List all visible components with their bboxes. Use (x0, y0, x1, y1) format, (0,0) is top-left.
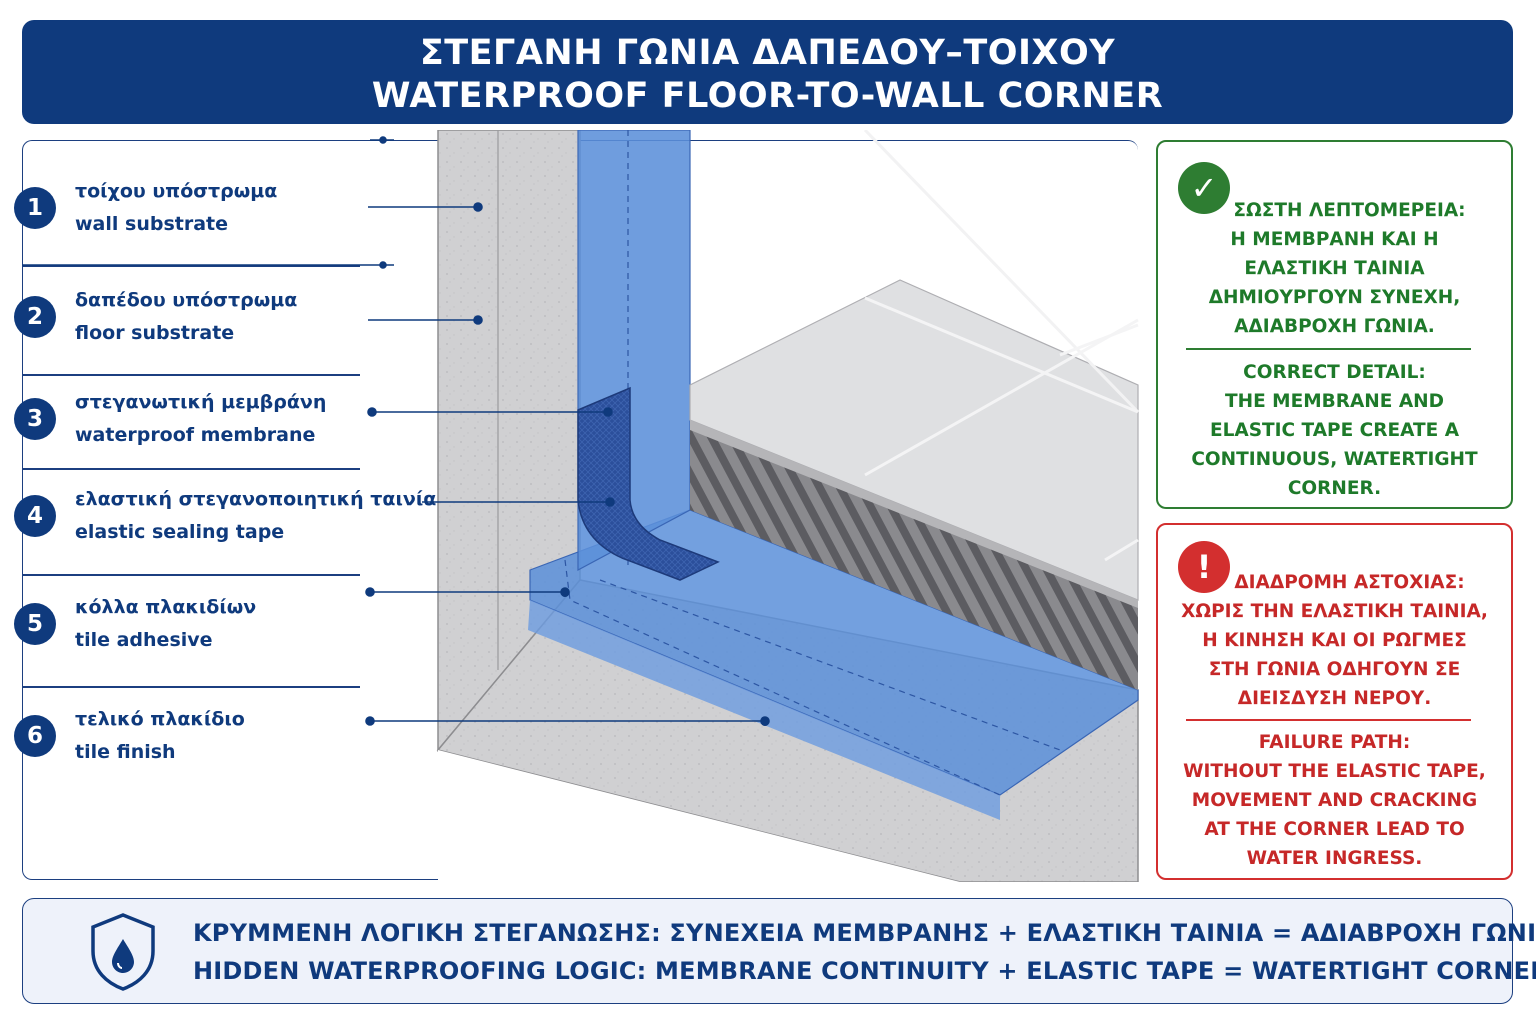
legend-label-greek: στεγανωτική μεμβράνη (75, 391, 327, 413)
summary-footer: ΚΡΥΜΜΕΝΗ ΛΟΓΙΚΗ ΣΤΕΓΑΝΩΣΗΣ: ΣΥΝΕΧΕΙΑ ΜΕΜ… (22, 898, 1536, 1004)
footer-line-english: HIDDEN WATERPROOFING LOGIC: MEMBRANE CON… (193, 957, 1536, 985)
tile-adhesive (690, 420, 1138, 690)
legend-label-english: elastic sealing tape (75, 521, 285, 543)
legend-label-greek: ελαστική στεγανοποιητική ταινία (75, 488, 437, 510)
correct-english-text: CORRECT DETAIL: THE MEMBRANE AND ELASTIC… (1191, 362, 1478, 499)
divider (1186, 719, 1471, 721)
exclamation-icon: ! (1178, 541, 1230, 593)
elastic-sealing-tape (577, 386, 720, 581)
legend-label-greek: τοίχου υπόστρωμα (75, 180, 278, 202)
legend-label-english: tile adhesive (75, 629, 213, 651)
failure-greek-text: ΔΙΑΔΡΟΜΗ ΑΣΤΟΧΙΑΣ: ΧΩΡΙΣ ΤΗΝ ΕΛΑΣΤΙΚΗ ΤΑ… (1181, 572, 1488, 709)
correct-greek-text: ΣΩΣΤΗ ΛΕΠΤΟΜΕΡΕΙΑ: Η ΜΕΜΒΡΑΝΗ ΚΑΙ Η ΕΛΑΣ… (1208, 200, 1466, 337)
number-badge: 3 (14, 398, 56, 440)
legend-label-greek: δαπέδου υπόστρωμα (75, 289, 298, 311)
tile-finish (689, 130, 1140, 608)
divider (1186, 348, 1471, 350)
legend-label-greek: τελικό πλακίδιο (75, 708, 245, 730)
legend-label-english: wall substrate (75, 213, 229, 235)
legend-label-greek: κόλλα πλακιδίων (75, 596, 257, 618)
correct-detail-card: ✓ ΣΩΣΤΗ ΛΕΠΤΟΜΕΡΕΙΑ: Η ΜΕΜΒΡΑΝΗ ΚΑΙ Η ΕΛ… (1156, 140, 1513, 509)
legend-label-english: waterproof membrane (75, 424, 316, 446)
legend-label-english: tile finish (75, 741, 176, 763)
number-badge: 1 (14, 187, 56, 229)
title-greek: ΣΤΕΓΑΝΗ ΓΩΝΙΑ ΔΑΠΕΔΟΥ–ΤΟΙΧΟΥ (419, 33, 1116, 73)
divider (22, 574, 360, 576)
number-badge: 6 (14, 715, 56, 757)
footer-line-greek: ΚΡΥΜΜΕΝΗ ΛΟΓΙΚΗ ΣΤΕΓΑΝΩΣΗΣ: ΣΥΝΕΧΕΙΑ ΜΕΜ… (193, 919, 1536, 947)
divider (22, 686, 360, 688)
legend-label-english: floor substrate (75, 322, 235, 344)
number-badge: 2 (14, 296, 56, 338)
title-english: WATERPROOF FLOOR-TO-WALL CORNER (371, 76, 1164, 116)
number-badge: 5 (14, 603, 56, 645)
number-badge: 4 (14, 495, 56, 537)
title-banner: ΣΤΕΓΑΝΗ ΓΩΝΙΑ ΔΑΠΕΔΟΥ–ΤΟΙΧΟΥ WATERPROOF … (22, 20, 1513, 124)
shield-water-drop-icon (91, 913, 155, 991)
failure-path-card: ! ΔΙΑΔΡΟΜΗ ΑΣΤΟΧΙΑΣ: ΧΩΡΙΣ ΤΗΝ ΕΛΑΣΤΙΚΗ … (1156, 523, 1513, 880)
failure-english-text: FAILURE PATH: WITHOUT THE ELASTIC TAPE, … (1183, 732, 1486, 869)
corner-section-illustration (436, 130, 1140, 882)
divider (22, 468, 360, 470)
divider (22, 374, 360, 376)
check-icon: ✓ (1178, 162, 1230, 214)
